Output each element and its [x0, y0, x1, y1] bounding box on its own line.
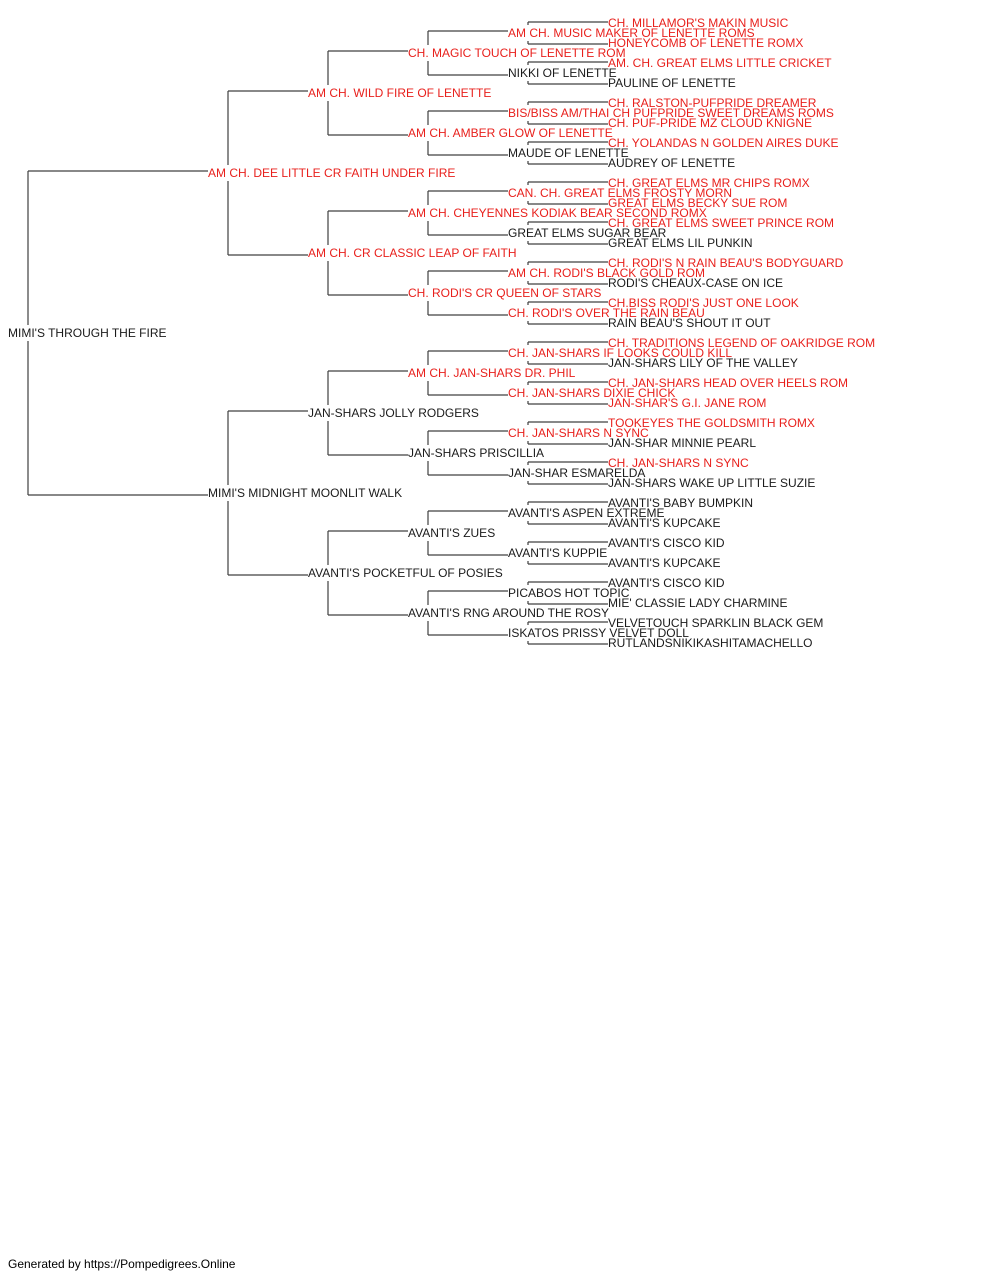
ancestor-name: AM CH. CR CLASSIC LEAP OF FAITH [308, 246, 517, 260]
ancestor-name: CH. RODI'S N RAIN BEAU'S BODYGUARD [608, 256, 844, 270]
ancestor-name: RAIN BEAU'S SHOUT IT OUT [608, 316, 771, 330]
ancestor-name: JAN-SHARS JOLLY RODGERS [308, 406, 479, 420]
ancestor-name: CH. MILLAMOR'S MAKIN MUSIC [608, 16, 789, 30]
ancestor-name: AM CH. MUSIC MAKER OF LENETTE ROMS [508, 26, 755, 40]
ancestor-name: JAN-SHAR ESMARELDA [508, 466, 646, 480]
ancestor-name: CH. GREAT ELMS MR CHIPS ROMX [608, 176, 810, 190]
ancestor-name: CH. GREAT ELMS SWEET PRINCE ROM [608, 216, 835, 230]
ancestor-name: AVANTI'S RNG AROUND THE ROSY [408, 606, 609, 620]
ancestor-name: GREAT ELMS SUGAR BEAR [508, 226, 667, 240]
ancestor-name: AVANTI'S ASPEN EXTREME [508, 506, 665, 520]
ancestor-name: AM CH. JAN-SHARS DR. PHIL [408, 366, 576, 380]
ancestor-name: GREAT ELMS LIL PUNKIN [608, 236, 753, 250]
ancestor-name: AUDREY OF LENETTE [608, 156, 736, 170]
ancestor-name: CH. RODI'S CR QUEEN OF STARS [408, 286, 602, 300]
ancestor-name: AM CH. RODI'S BLACK GOLD ROM [508, 266, 705, 280]
ancestor-name: AVANTI'S POCKETFUL OF POSIES [308, 566, 503, 580]
ancestor-name: CAN. CH. GREAT ELMS FROSTY MORN [508, 186, 733, 200]
ancestor-name: AM CH. WILD FIRE OF LENETTE [308, 86, 492, 100]
ancestor-name: CH. JAN-SHARS N SYNC [508, 426, 649, 440]
ancestor-name: AVANTI'S BABY BUMPKIN [608, 496, 753, 510]
ancestor-name: GREAT ELMS BECKY SUE ROM [608, 196, 788, 210]
ancestor-name: ISKATOS PRISSY VELVET DOLL [508, 626, 689, 640]
ancestor-name: JAN-SHARS PRISCILLIA [408, 446, 545, 460]
ancestor-name: MIE' CLASSIE LADY CHARMINE [608, 596, 788, 610]
ancestor-name: AM CH. AMBER GLOW OF LENETTE [408, 126, 613, 140]
ancestor-name: CH. JAN-SHARS IF LOOKS COULD KILL [508, 346, 733, 360]
ancestor-name: AVANTI'S KUPCAKE [608, 516, 721, 530]
ancestor-name: JAN-SHAR MINNIE PEARL [608, 436, 757, 450]
ancestor-name: CH. JAN-SHARS DIXIE CHICK [508, 386, 676, 400]
ancestor-name: CH. YOLANDAS N GOLDEN AIRES DUKE [608, 136, 839, 150]
ancestor-name: MIMI'S MIDNIGHT MOONLIT WALK [208, 486, 403, 500]
ancestor-name: TOOKEYES THE GOLDSMITH ROMX [608, 416, 815, 430]
ancestor-name: PICABOS HOT TOPIC [508, 586, 630, 600]
ancestor-name: CH. JAN-SHARS N SYNC [608, 456, 749, 470]
ancestor-name: AM CH. CHEYENNES KODIAK BEAR SECOND ROMX [408, 206, 707, 220]
subject-dog-name: MIMI'S THROUGH THE FIRE [8, 326, 167, 340]
ancestor-name: AM CH. DEE LITTLE CR FAITH UNDER FIRE [208, 166, 456, 180]
ancestor-name: CH.BISS RODI'S JUST ONE LOOK [608, 296, 799, 310]
ancestor-name: MAUDE OF LENETTE [508, 146, 629, 160]
ancestor-name: JAN-SHARS WAKE UP LITTLE SUZIE [608, 476, 816, 490]
ancestor-name: HONEYCOMB OF LENETTE ROMX [608, 36, 804, 50]
ancestor-name: VELVETOUCH SPARKLIN BLACK GEM [608, 616, 824, 630]
ancestor-name: CH. MAGIC TOUCH OF LENETTE ROM [408, 46, 626, 60]
ancestor-name: RODI'S CHEAUX-CASE ON ICE [608, 276, 783, 290]
ancestor-name: CH. PUF-PRIDE MZ CLOUD KNIGNE [608, 116, 813, 130]
ancestor-name: BIS/BISS AM/THAI CH PUFPRIDE SWEET DREAM… [508, 106, 834, 120]
ancestor-name: RUTLANDSNIKIKASHITAMACHELLO [608, 636, 813, 650]
ancestor-name: AVANTI'S CISCO KID [608, 576, 725, 590]
ancestor-name: AVANTI'S CISCO KID [608, 536, 725, 550]
ancestor-name: AVANTI'S ZUES [408, 526, 496, 540]
ancestor-name: CH. JAN-SHARS HEAD OVER HEELS ROM [608, 376, 849, 390]
ancestor-name: AVANTI'S KUPPIE [508, 546, 608, 560]
ancestor-name: JAN-SHAR'S G.I. JANE ROM [608, 396, 767, 410]
ancestor-name: AVANTI'S KUPCAKE [608, 556, 721, 570]
ancestor-name: CH. RALSTON-PUFPRIDE DREAMER [608, 96, 817, 110]
ancestor-name: PAULINE OF LENETTE [608, 76, 736, 90]
ancestor-name: CH. RODI'S OVER THE RAIN BEAU [508, 306, 705, 320]
ancestor-name: AM. CH. GREAT ELMS LITTLE CRICKET [608, 56, 832, 70]
footer-credit: Generated by https://Pompedigrees.Online [8, 1257, 236, 1271]
ancestor-name: JAN-SHARS LILY OF THE VALLEY [608, 356, 798, 370]
ancestor-name: NIKKI OF LENETTE [508, 66, 617, 80]
ancestor-name: CH. TRADITIONS LEGEND OF OAKRIDGE ROM [608, 336, 876, 350]
